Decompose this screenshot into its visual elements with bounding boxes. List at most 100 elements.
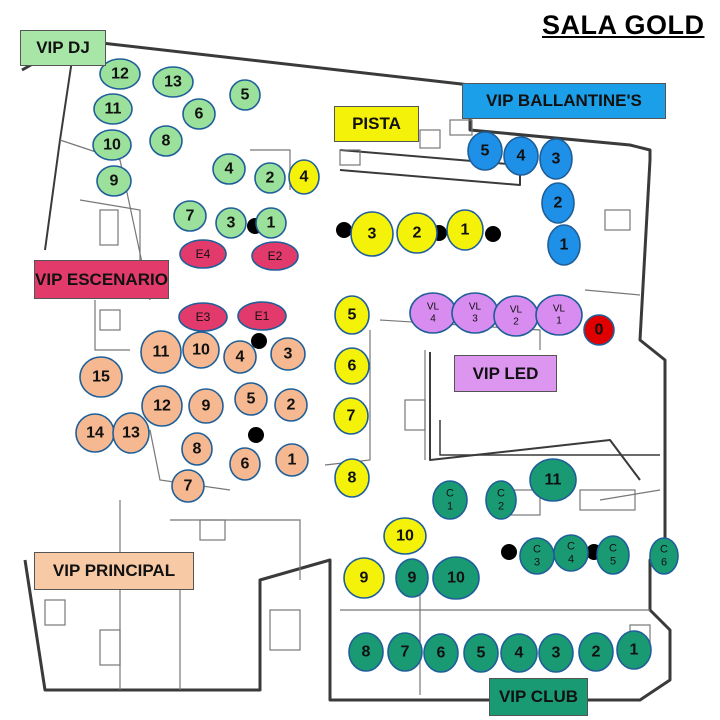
seat-yellow-7[interactable]: 8	[334, 458, 370, 498]
seat-peach-9[interactable]: 14	[75, 413, 115, 453]
seat-peach-0[interactable]: 11	[140, 330, 182, 374]
seat-green-3[interactable]: 11	[93, 93, 133, 125]
seat-peach-12[interactable]: 6	[229, 447, 261, 481]
seat-violet-3[interactable]: VL1	[535, 294, 583, 336]
seat-green-11[interactable]: 3	[215, 207, 247, 239]
seat-yellow-2[interactable]: 2	[396, 212, 438, 254]
seat-teal-6[interactable]: C6	[649, 537, 679, 575]
seat-violet-0[interactable]: VL4	[409, 292, 457, 334]
seat-green-2[interactable]: 5	[229, 79, 261, 111]
seat-teal-9[interactable]: 8	[348, 632, 384, 672]
zone-label-vip-club[interactable]: VIP CLUB	[489, 678, 588, 716]
seat-yellow-3[interactable]: 1	[446, 209, 484, 251]
seat-violet-2[interactable]: VL2	[493, 295, 539, 337]
zone-label-vip-principal[interactable]: VIP PRINCIPAL	[34, 552, 194, 590]
seat-pink-0[interactable]: E4	[179, 239, 227, 269]
seat-green-9[interactable]: 2	[254, 162, 286, 194]
seat-pink-1[interactable]: E2	[251, 241, 299, 271]
seat-blue-0[interactable]: 5	[467, 131, 503, 171]
seat-peach-1[interactable]: 10	[182, 331, 220, 369]
seat-shape	[254, 162, 286, 194]
seat-teal-13[interactable]: 4	[500, 633, 538, 673]
seat-teal-0[interactable]: 11	[529, 458, 577, 502]
seat-teal-11[interactable]: 6	[423, 633, 459, 673]
seat-teal-16[interactable]: 1	[616, 630, 652, 670]
zone-label-pista[interactable]: PISTA	[334, 106, 419, 142]
seat-peach-6[interactable]: 9	[188, 388, 224, 424]
seat-yellow-6[interactable]: 7	[333, 397, 369, 435]
seat-shape	[616, 630, 652, 670]
seat-label: C	[497, 488, 505, 500]
seat-yellow-0[interactable]: 4	[288, 159, 320, 195]
seat-teal-12[interactable]: 5	[463, 633, 499, 673]
seat-teal-15[interactable]: 2	[578, 632, 614, 672]
seat-yellow-4[interactable]: 5	[334, 295, 370, 335]
seat-label: 11	[153, 344, 170, 361]
seat-green-1[interactable]: 13	[152, 66, 194, 98]
seat-label: E2	[268, 249, 283, 263]
seat-pink-2[interactable]: E3	[178, 302, 228, 332]
seat-peach-8[interactable]: 2	[274, 388, 308, 422]
seat-peach-4[interactable]: 15	[79, 356, 123, 398]
seat-yellow-1[interactable]: 3	[350, 211, 394, 257]
seat-pink-3[interactable]: E1	[237, 301, 287, 331]
seat-shape	[396, 212, 438, 254]
seat-teal-1[interactable]: C1	[432, 480, 468, 520]
seat-green-10[interactable]: 7	[173, 200, 207, 232]
seat-blue-2[interactable]: 3	[539, 138, 573, 180]
seat-label: E3	[196, 310, 211, 324]
seat-shape	[553, 534, 589, 572]
seat-teal-10[interactable]: 7	[387, 632, 423, 672]
seat-yellow-8[interactable]: 10	[383, 517, 427, 555]
seat-shape	[92, 129, 132, 161]
seat-peach-2[interactable]: 4	[223, 340, 257, 374]
seat-peach-11[interactable]: 8	[181, 432, 213, 466]
seat-peach-10[interactable]: 13	[112, 412, 150, 454]
seat-green-0[interactable]: 12	[99, 58, 141, 90]
seat-peach-7[interactable]: 5	[234, 382, 268, 416]
seat-label: 7	[401, 644, 410, 661]
seat-label: VL	[510, 305, 523, 316]
seat-teal-14[interactable]: 3	[538, 633, 574, 673]
seat-teal-7[interactable]: 9	[395, 558, 429, 598]
seat-shape	[96, 165, 132, 197]
seat-label: 4	[236, 349, 245, 366]
seat-peach-13[interactable]: 1	[275, 443, 309, 477]
seat-label: 12	[111, 66, 129, 83]
seat-violet-1[interactable]: VL3	[451, 292, 499, 334]
seat-green-7[interactable]: 9	[96, 165, 132, 197]
seat-shape	[171, 469, 205, 503]
seat-peach-14[interactable]: 7	[171, 469, 205, 503]
fixture	[339, 149, 361, 166]
seat-yellow-5[interactable]: 6	[334, 347, 370, 385]
zone-label-vip-led[interactable]: VIP LED	[454, 355, 557, 392]
seat-peach-3[interactable]: 3	[270, 337, 306, 371]
zone-label-vip-escenario[interactable]: VIP ESCENARIO	[34, 260, 169, 299]
seat-label: 7	[347, 408, 356, 425]
seat-green-6[interactable]: 8	[149, 125, 183, 157]
seat-blue-1[interactable]: 4	[503, 136, 539, 176]
zone-label-vip-ballantines[interactable]: VIP BALLANTINE'S	[462, 83, 666, 119]
seat-blue-3[interactable]: 2	[541, 182, 575, 224]
seat-teal-4[interactable]: C4	[553, 534, 589, 572]
seat-label: 1	[288, 452, 297, 469]
seat-label: 1	[267, 215, 276, 232]
seat-red-0[interactable]: 0	[583, 314, 615, 346]
seat-teal-2[interactable]: C2	[485, 480, 517, 520]
zone-label-vip-dj[interactable]: VIP DJ	[20, 30, 106, 66]
seat-peach-5[interactable]: 12	[141, 385, 183, 427]
seat-shape	[535, 294, 583, 336]
seat-shape	[178, 302, 228, 332]
seat-green-8[interactable]: 4	[212, 153, 246, 185]
marker-dot	[336, 222, 352, 238]
seat-teal-8[interactable]: 10	[432, 556, 480, 600]
seat-label: 5	[241, 87, 250, 104]
seat-teal-5[interactable]: C5	[596, 535, 630, 575]
seat-green-5[interactable]: 10	[92, 129, 132, 161]
seat-green-4[interactable]: 6	[182, 98, 216, 130]
seat-teal-3[interactable]: C3	[519, 537, 555, 575]
seat-shape	[541, 182, 575, 224]
seat-green-12[interactable]: 1	[255, 207, 287, 239]
seat-yellow-9[interactable]: 9	[343, 557, 385, 599]
seat-blue-4[interactable]: 1	[547, 224, 581, 266]
